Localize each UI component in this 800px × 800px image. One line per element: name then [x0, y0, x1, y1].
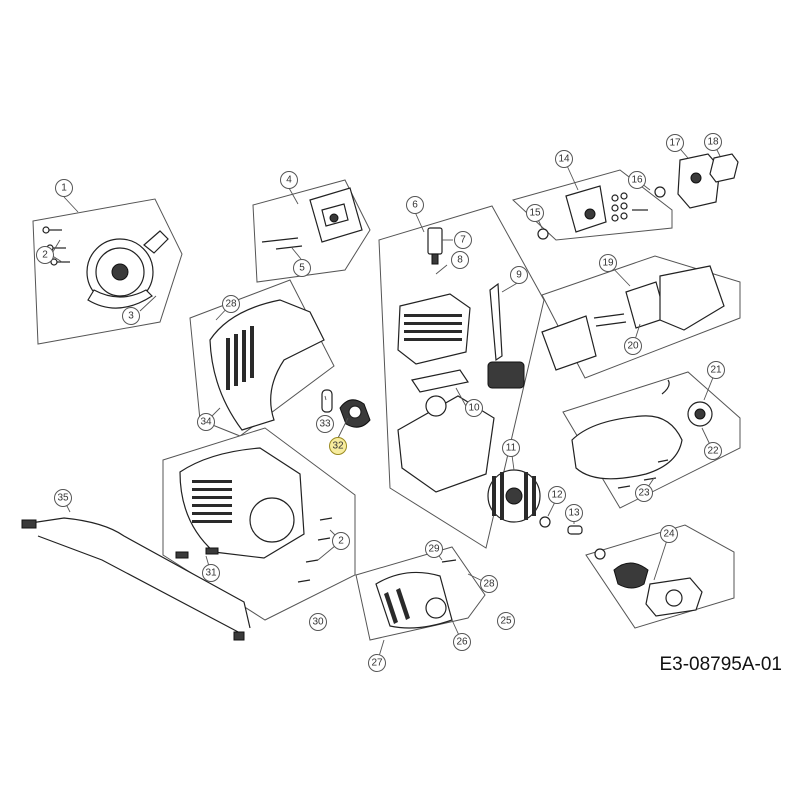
carburetor-body: [677, 153, 739, 209]
callout-5[interactable]: 5: [293, 259, 311, 277]
svg-text:18: 18: [707, 137, 719, 148]
svg-text:3: 3: [128, 311, 134, 322]
part-29-screw: [441, 559, 457, 563]
svg-text:31: 31: [205, 568, 217, 579]
callout-29[interactable]: 29: [425, 540, 443, 558]
svg-text:32: 32: [332, 441, 344, 452]
callout-2[interactable]: 2: [36, 246, 54, 264]
callout-18[interactable]: 18: [704, 133, 722, 151]
part-35-cable: [21, 517, 251, 641]
svg-text:27: 27: [371, 658, 383, 669]
svg-text:28: 28: [483, 579, 495, 590]
callout-33[interactable]: 33: [316, 415, 334, 433]
svg-text:2: 2: [338, 536, 344, 547]
callout-27[interactable]: 27: [368, 654, 386, 672]
callout-10[interactable]: 10: [465, 399, 483, 417]
callout-23[interactable]: 23: [635, 484, 653, 502]
part-33-spacer: [321, 389, 333, 413]
svg-text:17: 17: [669, 138, 681, 149]
svg-text:12: 12: [551, 490, 563, 501]
callout-13[interactable]: 13: [565, 504, 583, 522]
diagram-code: E3-08795A-01: [659, 654, 782, 675]
svg-text:13: 13: [568, 508, 580, 519]
svg-text:33: 33: [319, 419, 331, 430]
callout-24[interactable]: 24: [660, 525, 678, 543]
panel-engine-cover: [189, 279, 335, 437]
svg-text:14: 14: [558, 154, 570, 165]
callout-16[interactable]: 16: [628, 171, 646, 189]
svg-text:34: 34: [200, 417, 212, 428]
svg-text:16: 16: [631, 175, 643, 186]
callout-31[interactable]: 31: [202, 564, 220, 582]
callout-2-lower[interactable]: 2: [332, 532, 350, 550]
callout-17[interactable]: 17: [666, 134, 684, 152]
svg-text:24: 24: [663, 529, 675, 540]
part-13-pin: [567, 525, 583, 535]
callout-11[interactable]: 11: [502, 439, 520, 457]
callout-21[interactable]: 21: [707, 361, 725, 379]
callout-19[interactable]: 19: [599, 254, 617, 272]
svg-text:15: 15: [529, 208, 541, 219]
callout-25[interactable]: 25: [497, 612, 515, 630]
callout-28-lower[interactable]: 28: [480, 575, 498, 593]
part-12-washer: [539, 516, 551, 528]
callout-32-highlighted[interactable]: 32: [329, 437, 347, 455]
panel-air-filter: [541, 255, 741, 379]
svg-text:25: 25: [500, 616, 512, 627]
svg-text:1: 1: [61, 183, 67, 194]
svg-text:26: 26: [456, 637, 468, 648]
callout-4[interactable]: 4: [280, 171, 298, 189]
callout-20[interactable]: 20: [624, 337, 642, 355]
panel-spark-plug-cover: [252, 179, 371, 283]
callout-3[interactable]: 3: [122, 307, 140, 325]
panel-fuel-tank: [562, 371, 741, 509]
callout-9[interactable]: 9: [510, 266, 528, 284]
panel-clutch-housing: [355, 546, 486, 641]
callout-14[interactable]: 14: [555, 150, 573, 168]
callout-22[interactable]: 22: [704, 442, 722, 460]
svg-text:6: 6: [412, 200, 418, 211]
svg-text:30: 30: [312, 617, 324, 628]
svg-text:11: 11: [506, 443, 517, 454]
svg-text:5: 5: [299, 263, 305, 274]
svg-text:28: 28: [225, 299, 237, 310]
svg-text:19: 19: [602, 258, 614, 269]
svg-text:21: 21: [710, 365, 722, 376]
callout-1[interactable]: 1: [55, 179, 73, 197]
callout-26[interactable]: 26: [453, 633, 471, 651]
callout-30[interactable]: 30: [309, 613, 327, 631]
panel-clutch: [585, 524, 735, 629]
svg-text:10: 10: [468, 403, 480, 414]
callout-28-upper[interactable]: 28: [222, 295, 240, 313]
svg-text:29: 29: [428, 544, 440, 555]
svg-text:2: 2: [42, 250, 48, 261]
callout-35[interactable]: 35: [54, 489, 72, 507]
part-11-flywheel: [487, 469, 541, 523]
callout-8[interactable]: 8: [451, 251, 469, 269]
svg-text:22: 22: [707, 446, 719, 457]
svg-text:23: 23: [638, 488, 650, 499]
part-32-ignition-module: [339, 399, 371, 428]
svg-text:20: 20: [627, 341, 639, 352]
callout-34[interactable]: 34: [197, 413, 215, 431]
callout-7[interactable]: 7: [454, 231, 472, 249]
svg-text:9: 9: [516, 270, 522, 281]
svg-text:7: 7: [460, 235, 466, 246]
callout-15[interactable]: 15: [526, 204, 544, 222]
svg-text:8: 8: [457, 255, 463, 266]
svg-text:4: 4: [286, 175, 292, 186]
panel-recoil-starter: [32, 198, 183, 345]
svg-text:35: 35: [57, 493, 69, 504]
callout-12[interactable]: 12: [548, 486, 566, 504]
callout-6[interactable]: 6: [406, 196, 424, 214]
part-31-clip: [175, 547, 219, 559]
